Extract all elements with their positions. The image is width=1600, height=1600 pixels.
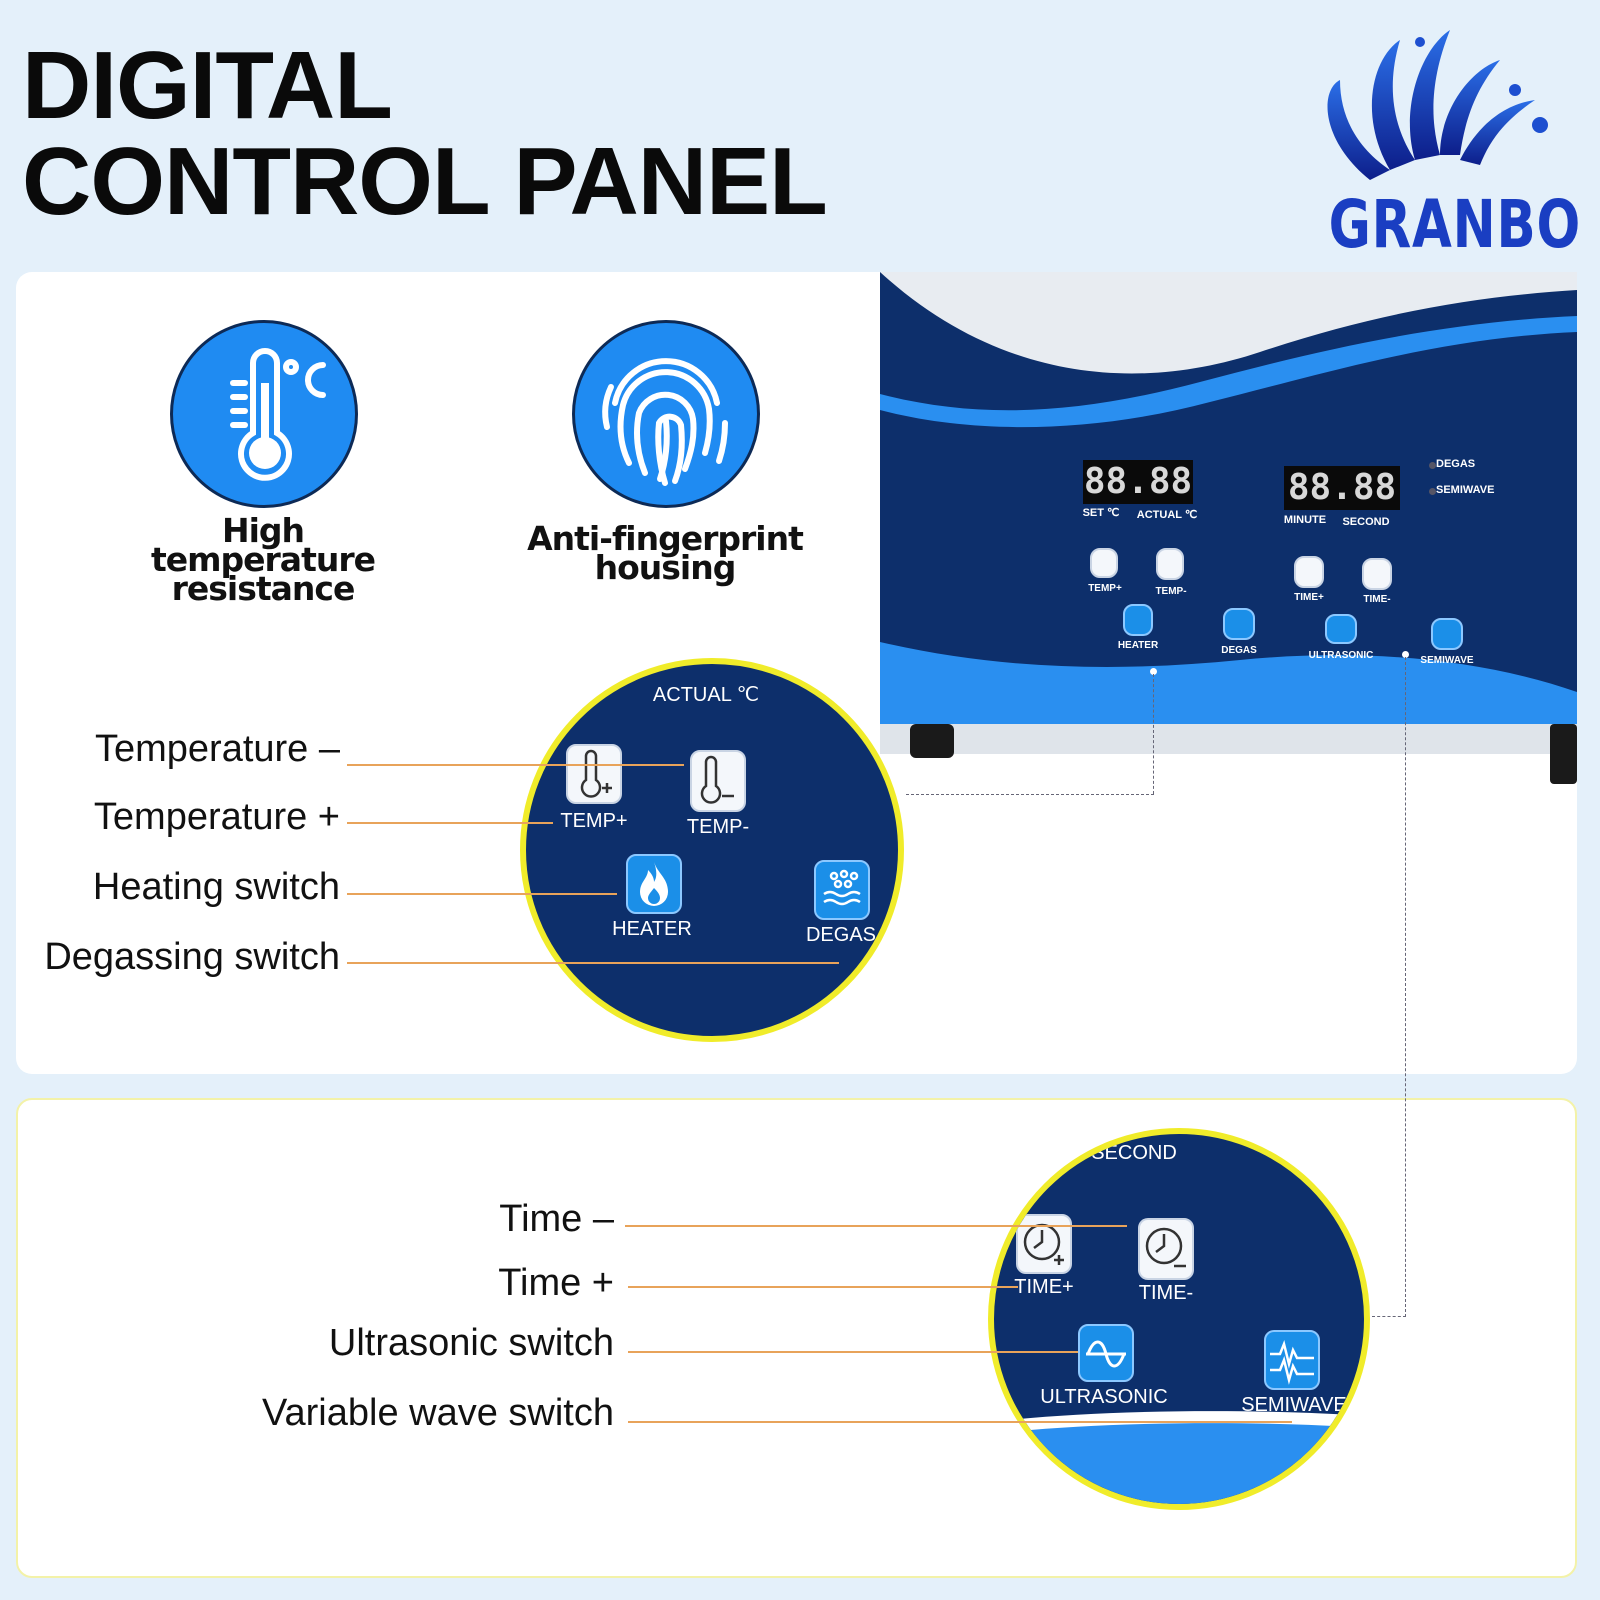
time-display: 88.88 — [1284, 466, 1400, 510]
bubbles-waves-icon — [823, 869, 861, 906]
callout-temperature-minus: Temperature – — [94, 728, 340, 770]
degas-indicator-led — [1429, 462, 1436, 469]
zoom1-temp-plus-label: TEMP+ — [560, 810, 628, 832]
page-title: DIGITAL CONTROL PANEL — [22, 38, 828, 230]
panel-ultrasonic-label: ULTRASONIC — [1308, 650, 1374, 661]
zoom-time-controls: SECOND TIME+ TIME- ULTRASONIC — [988, 1128, 1370, 1510]
leader-ultrasonic-switch — [628, 1351, 1078, 1353]
degas-indicator-label: DEGAS — [1436, 458, 1476, 470]
zoom1-actual-label: ACTUAL ℃ — [652, 684, 760, 706]
leader-heating-switch — [347, 893, 617, 895]
thermometer-celsius-icon — [170, 320, 358, 508]
zoom1-degas-label: DEGAS — [805, 924, 877, 946]
semiwave-indicator-label: SEMIWAVE — [1436, 484, 1495, 496]
flame-icon — [640, 862, 668, 906]
actual-temp-label: ACTUAL ℃ — [1136, 509, 1198, 521]
leader-temperature-plus — [347, 822, 553, 824]
panel-time-minus-button[interactable] — [1362, 558, 1392, 590]
panel-temp-plus-label: TEMP+ — [1088, 583, 1122, 594]
thermometer-plus-icon — [580, 749, 612, 798]
zoom2-time-plus-label: TIME+ — [1014, 1276, 1074, 1298]
callout-heating-switch: Heating switch — [92, 866, 340, 908]
panel-heater-label: HEATER — [1117, 640, 1159, 651]
callout-variable-wave-switch: Variable wave switch — [261, 1392, 614, 1434]
panel-temp-plus-button[interactable] — [1090, 548, 1118, 578]
leader-variable-wave-switch — [628, 1421, 1292, 1423]
panel-temp-minus-label: TEMP- — [1155, 586, 1187, 597]
zoom1-temp-minus-label: TEMP- — [686, 816, 750, 838]
zoom2-wave-band — [994, 1411, 1364, 1504]
set-temp-label: SET ℃ — [1082, 507, 1120, 519]
second-label: SECOND — [1342, 516, 1390, 528]
title-line-1: DIGITAL — [22, 32, 393, 139]
callout-temperature-plus: Temperature + — [93, 796, 340, 838]
zoom2-ultrasonic-label: ULTRASONIC — [1040, 1386, 1168, 1408]
semiwave-indicator-led — [1429, 488, 1436, 495]
panel-semiwave-button[interactable] — [1431, 618, 1463, 650]
zoom1-degas-button[interactable] — [814, 860, 870, 920]
thermometer-minus-icon — [700, 755, 734, 804]
callout-degassing-switch: Degassing switch — [44, 936, 340, 978]
fingerprint-icon — [572, 320, 760, 508]
splash-logo-icon — [1327, 30, 1548, 180]
title-line-2: CONTROL PANEL — [22, 128, 828, 235]
zoom-temperature-controls: ACTUAL ℃ TEMP+ TEMP- HEATER — [520, 658, 904, 1042]
zoom2-semiwave-label: SEMIWAVE — [1241, 1394, 1347, 1416]
panel-ultrasonic-button[interactable] — [1325, 614, 1357, 644]
clock-minus-icon — [1145, 1227, 1186, 1268]
leader-time-plus — [628, 1286, 1018, 1288]
connector-semiwave-horizontal — [1372, 1316, 1406, 1317]
zoom2-time-minus-button[interactable] — [1138, 1218, 1194, 1280]
zoom1-temp-plus-button[interactable] — [566, 744, 622, 804]
panel-time-plus-label: TIME+ — [1294, 592, 1324, 603]
connector-semiwave-vertical — [1405, 657, 1406, 1317]
zoom1-heater-label: HEATER — [612, 918, 692, 940]
panel-time-minus-label: TIME- — [1363, 594, 1391, 605]
callout-time-plus: Time + — [498, 1262, 614, 1304]
leader-time-minus — [625, 1225, 1127, 1227]
minute-label: MINUTE — [1283, 514, 1327, 526]
feature-label-fingerprint: Anti-fingerprint housing — [527, 519, 804, 587]
heater-pointer-dot — [1150, 668, 1157, 675]
panel-semiwave-label: SEMIWAVE — [1420, 655, 1474, 666]
leader-temperature-minus — [347, 764, 684, 766]
brand-logo: GRANBO — [1300, 20, 1582, 263]
zoom2-semiwave-button[interactable] — [1264, 1330, 1320, 1390]
callout-ultrasonic-switch: Ultrasonic switch — [328, 1322, 614, 1364]
panel-heater-button[interactable] — [1123, 604, 1153, 636]
zoom2-second-label: SECOND — [1091, 1142, 1177, 1164]
zoom1-temp-minus-button[interactable] — [690, 750, 746, 812]
control-panel-photo — [880, 272, 1577, 812]
ultrasonic-wave-icon — [1086, 1340, 1126, 1368]
connector-heater-horizontal — [906, 794, 1154, 795]
zoom2-ultrasonic-button[interactable] — [1078, 1324, 1134, 1382]
zoom2-time-minus-label: TIME- — [1138, 1282, 1194, 1304]
connector-heater-vertical — [1153, 674, 1154, 794]
panel-degas-label: DEGAS — [1221, 645, 1257, 656]
zoom2-time-plus-button[interactable] — [1016, 1214, 1072, 1274]
semiwave-pulse-icon — [1270, 1339, 1314, 1385]
leader-degassing-switch — [347, 962, 839, 964]
panel-time-plus-button[interactable] — [1294, 556, 1324, 588]
panel-degas-button[interactable] — [1223, 608, 1255, 640]
semiwave-pointer-dot — [1402, 651, 1409, 658]
panel-temp-minus-button[interactable] — [1156, 548, 1184, 580]
temperature-display: 88.88 — [1083, 460, 1193, 504]
brand-name: GRANBO — [1328, 186, 1582, 263]
zoom1-heater-button[interactable] — [626, 854, 682, 914]
callout-time-minus: Time – — [499, 1198, 614, 1240]
feature-label-temperature: High temperature resistance — [150, 511, 376, 608]
